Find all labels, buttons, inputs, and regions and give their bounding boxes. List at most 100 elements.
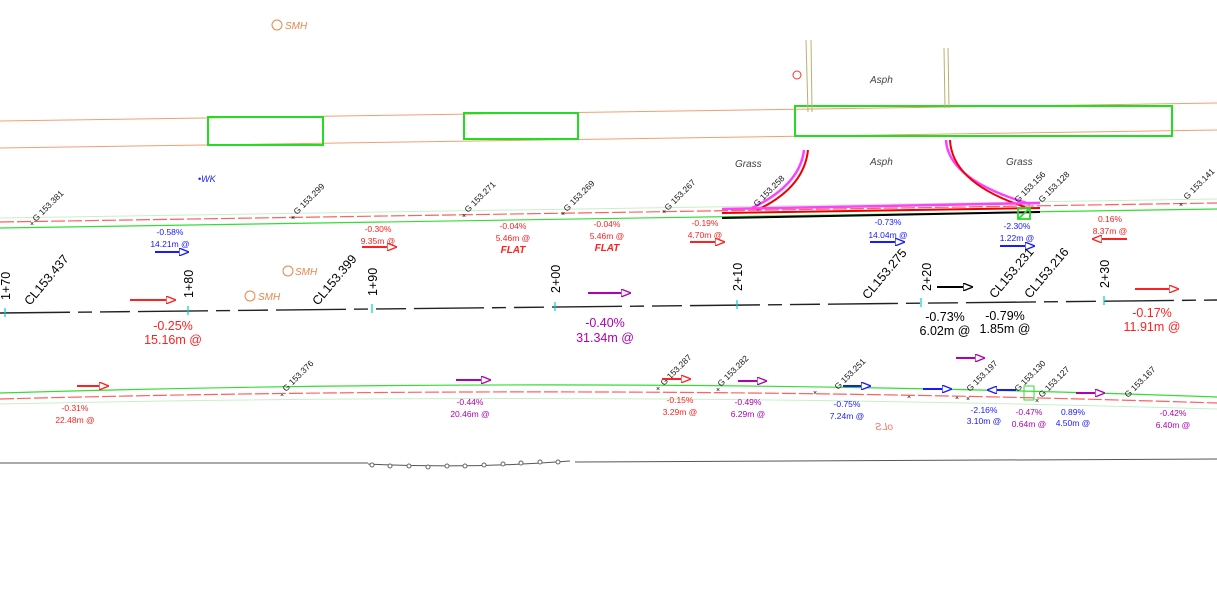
cl-grade-label: CL153.437 — [22, 252, 72, 308]
svg-text:31.34m @: 31.34m @ — [576, 331, 634, 345]
catch-area-2 — [463, 112, 579, 140]
grade-label: G 153.381 — [30, 188, 65, 223]
cl-grade-label: CL153.399 — [310, 252, 360, 308]
svg-text:14.21m @: 14.21m @ — [150, 239, 189, 249]
svg-text:×: × — [1179, 202, 1183, 209]
driveway-edges — [805, 39, 950, 113]
top-slope-4: -0.04%5.46m @FLAT — [590, 219, 625, 254]
bottom-slope-7: -0.47% 0.64m @ — [1012, 407, 1047, 429]
svg-text:-0.79%: -0.79% — [985, 309, 1025, 323]
svg-text:×: × — [716, 387, 720, 394]
svg-text:9.35m @: 9.35m @ — [361, 236, 396, 246]
bottom-slope-5: -0.75% 7.24m @ — [830, 399, 865, 421]
svg-text:6.40m @: 6.40m @ — [1156, 420, 1191, 430]
svg-text:22.48m @: 22.48m @ — [55, 415, 94, 425]
bottom-slope-9: -0.42% 6.40m @ — [1156, 408, 1191, 430]
svg-text:×: × — [30, 221, 34, 228]
catch-area-1 — [207, 116, 324, 146]
cl-slope-2: -0.40%31.34m @ — [576, 316, 634, 345]
svg-text:-0.31%: -0.31% — [62, 403, 89, 413]
svg-text:-0.73%: -0.73% — [925, 310, 965, 324]
svg-text:6.02m @: 6.02m @ — [920, 324, 971, 338]
bottom-slope-8: 0.89%4.50m @ — [1056, 407, 1091, 428]
centerline — [0, 299, 1217, 314]
ls-label: oLS — [875, 422, 893, 433]
station-label: 1+80 — [182, 270, 196, 298]
grade-label: G 153.271 — [462, 179, 497, 214]
bottom-road-edge — [0, 384, 1217, 410]
svg-text:SMH: SMH — [258, 292, 281, 303]
svg-text:-0.25%: -0.25% — [153, 319, 193, 333]
svg-text:×: × — [280, 392, 284, 399]
svg-text:3.29m @: 3.29m @ — [663, 407, 698, 417]
grass-label: Grass — [735, 159, 762, 170]
asph-label: Asph — [869, 157, 893, 168]
svg-text:6.29m @: 6.29m @ — [731, 409, 766, 419]
top-slope-3: -0.04%5.46m @FLAT — [496, 221, 531, 256]
svg-text:11.91m @: 11.91m @ — [1124, 320, 1181, 334]
smh-top: SMH — [271, 19, 308, 32]
svg-text:-0.42%: -0.42% — [1160, 408, 1187, 418]
bottom-slope-1: -0.31% 22.48m @ — [55, 403, 94, 425]
svg-text:-0.15%: -0.15% — [667, 395, 694, 405]
svg-text:1.85m @: 1.85m @ — [980, 322, 1031, 336]
svg-text:-0.47%: -0.47% — [1016, 407, 1043, 417]
svg-text:5.46m @: 5.46m @ — [590, 231, 625, 241]
station-labels: 1+70 1+80 1+90 2+00 2+10 2+20 2+30 — [0, 260, 1112, 300]
bottom-slope-6: -2.16%3.10m @ — [967, 405, 1002, 426]
grade-label: G 153.299 — [291, 181, 326, 216]
svg-text:5.46m @: 5.46m @ — [496, 233, 531, 243]
svg-text:×: × — [966, 396, 970, 403]
marker-circle — [792, 70, 802, 80]
svg-text:14.04m @: 14.04m @ — [868, 230, 907, 240]
svg-text:×: × — [561, 211, 565, 218]
flow-arrows-cl — [130, 287, 1178, 300]
svg-text:3.10m @: 3.10m @ — [967, 416, 1002, 426]
green-boxes — [207, 105, 1173, 146]
svg-text:×: × — [813, 390, 817, 397]
top-slope-1: -0.58%14.21m @ — [150, 227, 189, 249]
svg-text:7.24m @: 7.24m @ — [830, 411, 865, 421]
svg-text:-0.75%: -0.75% — [834, 399, 861, 409]
top-slope-7: -2.30%1.22m @ — [1000, 221, 1035, 243]
cl-slope-3: -0.73%6.02m @ — [920, 310, 971, 338]
property-lines — [0, 102, 1217, 149]
flow-arrows-top — [155, 239, 1127, 252]
station-label: 2+10 — [731, 263, 745, 291]
station-label: 2+00 — [549, 265, 563, 293]
flow-arrows-bottom — [77, 358, 1104, 393]
svg-text:4.70m @: 4.70m @ — [688, 230, 723, 240]
cl-grade-label: CL153.275 — [860, 246, 910, 302]
top-slope-6: -0.73%14.04m @ — [868, 217, 907, 240]
svg-text:0.64m @: 0.64m @ — [1012, 419, 1047, 429]
grade-label: G 153.287 — [658, 352, 693, 387]
asph-label: Asph — [869, 75, 893, 86]
cl-slope-5: -0.17%11.91m @ — [1124, 306, 1181, 334]
grass-label: Grass — [1006, 157, 1033, 168]
svg-text:FLAT: FLAT — [595, 243, 621, 254]
svg-text:×: × — [955, 395, 959, 402]
grade-points: ×××××× ×××××××× — [30, 202, 1183, 405]
svg-text:0.16%: 0.16% — [1098, 214, 1123, 224]
station-ticks — [4, 296, 1105, 317]
svg-text:×: × — [907, 394, 911, 401]
catch-area-3 — [794, 105, 1173, 137]
svg-text:×: × — [1035, 398, 1039, 405]
grade-label: G 153.269 — [561, 178, 596, 213]
smh-manholes: SMH SMH — [244, 265, 318, 303]
svg-text:-0.49%: -0.49% — [735, 397, 762, 407]
svg-text:×: × — [662, 209, 666, 216]
station-label: 1+90 — [366, 268, 380, 296]
svg-text:15.16m @: 15.16m @ — [144, 333, 202, 347]
svg-text:4.50m @: 4.50m @ — [1056, 418, 1091, 428]
svg-text:-0.17%: -0.17% — [1132, 306, 1172, 320]
svg-text:-0.30%: -0.30% — [365, 224, 392, 234]
bottom-slope-4: -0.49% 6.29m @ — [731, 397, 766, 419]
top-slope-5: -0.19%4.70m @ — [688, 218, 723, 240]
svg-text:-0.40%: -0.40% — [585, 316, 625, 330]
svg-text:FLAT: FLAT — [501, 245, 527, 256]
grade-label: G 153.282 — [715, 353, 750, 388]
bottom-slope-2: -0.44%20.46m @ — [450, 397, 489, 419]
svg-text:20.46m @: 20.46m @ — [450, 409, 489, 419]
cl-grade-labels: CL153.437 CL153.399 CL153.275 CL153.231 … — [22, 245, 1072, 308]
